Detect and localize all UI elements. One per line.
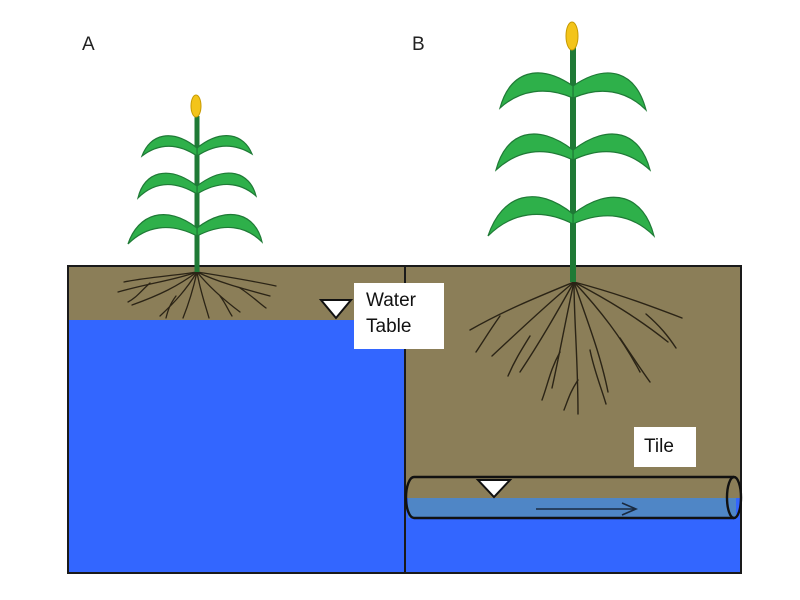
- inverted-triangle-icon: [475, 479, 513, 499]
- corn-plant-b: [487, 21, 656, 282]
- corn-plant-a: [127, 94, 264, 272]
- tile-pipe-air: [408, 477, 736, 498]
- water-table-callout: Water Table: [354, 283, 444, 349]
- water-table-label: Water Table: [366, 290, 416, 337]
- corn-plant-a-leaves: [127, 135, 264, 245]
- panel-a: [68, 266, 405, 573]
- corn-plant-b-leaves: [487, 72, 656, 238]
- tile-pipe-end: [725, 475, 743, 520]
- tile-callout: Tile: [634, 427, 696, 467]
- arrow-right-icon: [621, 502, 639, 516]
- inverted-triangle-icon: [318, 299, 354, 320]
- panel-b: [405, 266, 741, 573]
- roots-a: [117, 271, 277, 319]
- panel-a-soil: [68, 266, 405, 320]
- panel-a-label: A: [82, 34, 95, 55]
- tassel-icon: [565, 21, 579, 51]
- panel-b-label: B: [412, 34, 425, 55]
- panel-a-groundwater: [68, 320, 405, 573]
- tassel-icon: [190, 94, 202, 118]
- tile-drain: [404, 475, 743, 520]
- roots-b: [469, 281, 683, 415]
- tile-label: Tile: [644, 436, 674, 457]
- tile-pipe-outline: [404, 475, 734, 520]
- tile-pipe-water: [408, 498, 736, 518]
